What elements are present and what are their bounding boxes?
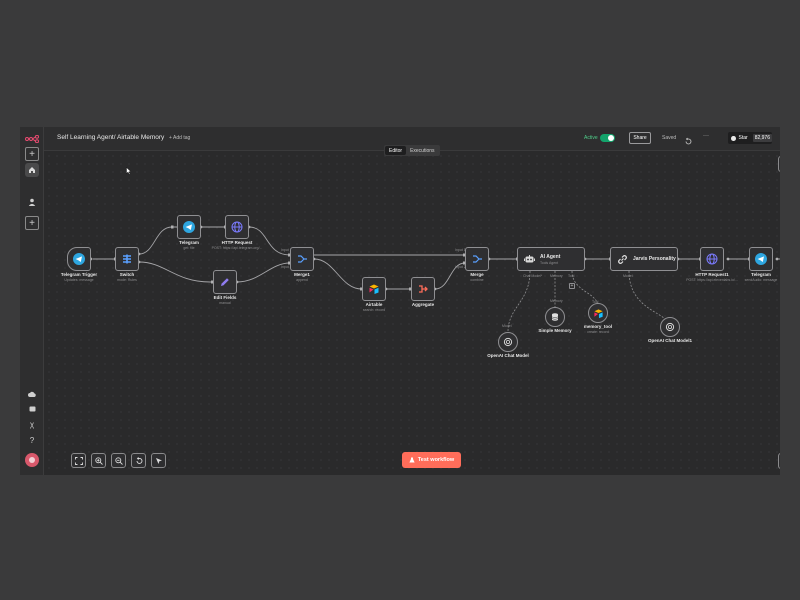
history-icon[interactable] xyxy=(684,133,693,145)
workflow-canvas[interactable]: Input 1 Input 2 Input 1 Input 2 Chat Mod… xyxy=(45,152,780,475)
add-project-icon[interactable]: + xyxy=(25,216,39,230)
openai-icon xyxy=(503,337,513,347)
cloud-icon[interactable] xyxy=(25,387,39,401)
switch-icon xyxy=(123,254,131,264)
add-tool-button[interactable]: + xyxy=(569,283,575,289)
node-aggregate[interactable]: Aggregate xyxy=(411,277,435,307)
avatar[interactable] xyxy=(25,453,39,467)
merge-icon xyxy=(298,255,307,263)
globe-icon xyxy=(231,221,243,233)
test-workflow-button[interactable]: Test workflow xyxy=(402,452,461,468)
active-toggle[interactable] xyxy=(600,134,615,142)
conn-chat-model xyxy=(507,270,531,333)
merge-icon xyxy=(473,255,482,263)
connections-layer xyxy=(68,225,780,333)
telegram-icon xyxy=(73,253,85,265)
more-options-button[interactable]: ··· xyxy=(703,133,709,139)
app-window: + + χ ? Self Learning Agent/ Airtable Me… xyxy=(20,127,780,475)
globe-icon xyxy=(706,253,718,265)
add-tag-link[interactable]: + Add tag xyxy=(169,135,191,141)
tab-editor[interactable]: Editor xyxy=(385,146,407,155)
conn-switch-telegram xyxy=(138,226,177,255)
port-label-memory: Memory xyxy=(550,299,563,303)
ai-assistant-icon[interactable] xyxy=(778,453,780,469)
view-tabs: Editor Executions xyxy=(384,145,440,156)
github-icon xyxy=(731,135,736,141)
conn-switch-editfields xyxy=(138,261,213,283)
flask-icon xyxy=(409,457,415,463)
help-icon[interactable]: ? xyxy=(29,435,35,445)
templates-icon[interactable] xyxy=(25,402,39,416)
add-node-plus-icon[interactable]: + xyxy=(778,156,780,172)
pencil-icon xyxy=(221,278,229,286)
saved-label: Saved xyxy=(662,135,677,141)
port-label-chat-model: Chat Model* xyxy=(523,274,543,278)
telegram-icon xyxy=(755,253,767,265)
tab-executions[interactable]: Executions xyxy=(410,148,435,154)
github-star-button[interactable]: Star 82,976 xyxy=(728,132,772,144)
user-icon[interactable] xyxy=(25,195,39,209)
home-icon[interactable] xyxy=(25,163,39,177)
conn-merge1-airtable xyxy=(313,258,363,290)
pointer-icon[interactable] xyxy=(151,453,166,468)
robot-icon xyxy=(524,255,535,263)
port-label-input2: Input 2 xyxy=(455,265,466,269)
active-label: Active xyxy=(584,135,598,141)
port-label-input1: Input 1 xyxy=(281,248,292,252)
variables-icon[interactable]: χ xyxy=(29,419,35,429)
database-icon xyxy=(551,313,559,321)
reset-zoom-icon[interactable] xyxy=(131,453,146,468)
conn-aggregate-merge xyxy=(434,262,466,290)
share-button[interactable]: Share xyxy=(629,132,651,144)
openai-icon xyxy=(665,322,675,332)
telegram-icon xyxy=(183,221,195,233)
port-label-model: Model xyxy=(502,324,512,328)
workflow-title[interactable]: Self Learning Agent/ Airtable Memory xyxy=(57,134,165,141)
zoom-out-icon[interactable] xyxy=(111,453,126,468)
port-label-memory: Memory xyxy=(550,274,563,278)
create-plus-icon[interactable]: + xyxy=(25,147,39,161)
star-count: 82,976 xyxy=(752,134,772,142)
node-simple-memory[interactable]: Simple Memory xyxy=(538,307,572,333)
node-openai-chat-model1[interactable]: OpenAI Chat Model1 xyxy=(648,317,692,343)
port-label-input2: Input 2 xyxy=(281,265,292,269)
conn-http-merge1 xyxy=(248,226,291,256)
port-label-tool: Tool xyxy=(568,274,575,278)
port-label-model: Model xyxy=(623,274,633,278)
aggregate-icon xyxy=(419,285,428,293)
port-label-input1: Input 1 xyxy=(455,248,466,252)
port-label-tool: Tool xyxy=(592,300,599,304)
conn-model1 xyxy=(628,270,671,328)
link-icon xyxy=(618,254,627,264)
n8n-logo[interactable] xyxy=(25,132,39,146)
airtable-icon xyxy=(369,284,379,294)
sidebar: + + χ ? xyxy=(20,127,44,475)
conn-editfields-merge1 xyxy=(236,262,291,283)
node-jarvis-personality[interactable]: Jarvis Personality xyxy=(610,247,678,271)
node-openai-chat-model[interactable]: OpenAI Chat Model xyxy=(487,332,529,358)
zoom-in-icon[interactable] xyxy=(91,453,106,468)
airtable-icon xyxy=(593,308,603,318)
fit-view-icon[interactable] xyxy=(71,453,86,468)
mouse-cursor xyxy=(126,167,132,175)
